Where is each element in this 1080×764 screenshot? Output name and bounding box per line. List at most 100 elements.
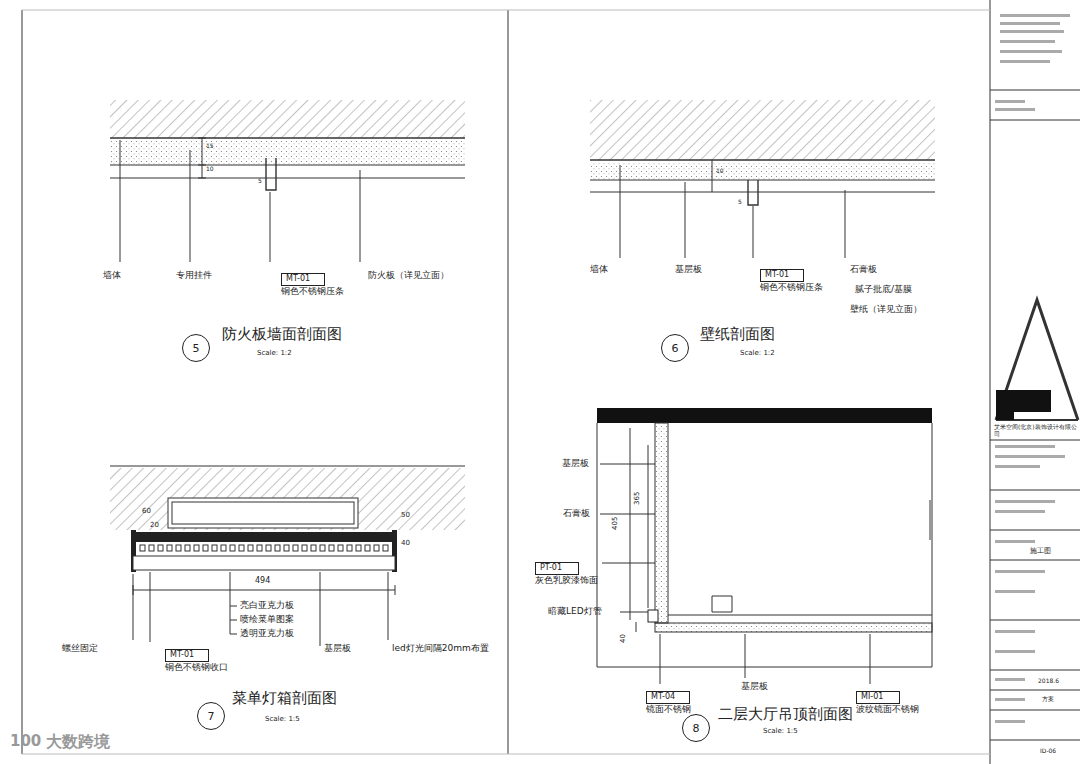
material-code: MT-04 bbox=[646, 691, 690, 704]
watermark: 100 bbox=[10, 733, 41, 750]
title-block-cell: 方案 bbox=[1042, 696, 1054, 703]
callout-number: 5 bbox=[193, 342, 200, 355]
led-cell bbox=[239, 545, 244, 551]
watermark: 大数跨境 bbox=[46, 733, 110, 751]
led-cell bbox=[194, 545, 199, 551]
led-cell bbox=[275, 545, 280, 551]
led-cell bbox=[347, 545, 352, 551]
led-cell bbox=[230, 545, 235, 551]
section-title: 壁纸剖面图 bbox=[700, 326, 775, 343]
dimension: 40 bbox=[401, 540, 410, 548]
company-name: 艾米空间(北京)装饰设计有限公司 bbox=[994, 424, 1078, 437]
dimension: 10 bbox=[716, 168, 724, 175]
scale-note: Scale: 1:2 bbox=[257, 350, 292, 358]
led-cell bbox=[140, 545, 145, 551]
part-label: 腻子批底/基膜 bbox=[855, 285, 912, 295]
sheet-number: ID-06 bbox=[1040, 748, 1056, 755]
part-label: 墙体 bbox=[590, 265, 608, 275]
led-cell bbox=[266, 545, 271, 551]
dimension: 40 bbox=[620, 634, 628, 643]
material-tag: MT-04镜面不锈钢 bbox=[646, 684, 691, 715]
led-cell bbox=[257, 545, 262, 551]
led-cell bbox=[248, 545, 253, 551]
part-label: 基层板 bbox=[675, 265, 702, 275]
led-cell bbox=[185, 545, 190, 551]
callout-number: 7 bbox=[208, 710, 215, 723]
material-name: 铜色不锈钢压条 bbox=[760, 282, 823, 293]
part-label: 石膏板 bbox=[563, 509, 590, 519]
part-label: 暗藏LED灯管 bbox=[548, 607, 602, 617]
part-label: 喷绘菜单图案 bbox=[240, 615, 294, 625]
led-cell bbox=[293, 545, 298, 551]
led-cell bbox=[374, 545, 379, 551]
part-label: 亮白亚克力板 bbox=[240, 601, 294, 611]
drawing-stage: 施工图 bbox=[1030, 548, 1051, 556]
dimension: 60 bbox=[142, 508, 151, 516]
part-label: 墙体 bbox=[103, 271, 121, 281]
callout-circle: 7 bbox=[197, 702, 225, 730]
dimension: 5 bbox=[258, 178, 262, 185]
led-cell bbox=[365, 545, 370, 551]
material-tag: MT-01铜色不锈钢压条 bbox=[281, 266, 344, 297]
material-tag: MT-01铜色不锈钢收口 bbox=[165, 642, 228, 673]
scale-note: Scale: 1:5 bbox=[763, 728, 798, 736]
dimension: 5 bbox=[738, 199, 742, 206]
dimension: 405 bbox=[612, 517, 620, 530]
dimension: 10 bbox=[206, 166, 214, 173]
callout-circle: 5 bbox=[182, 334, 210, 362]
material-code: MT-01 bbox=[760, 269, 804, 282]
led-cell bbox=[329, 545, 334, 551]
material-name: 镜面不锈钢 bbox=[646, 704, 691, 715]
material-code: MT-01 bbox=[281, 273, 325, 286]
led-cell bbox=[212, 545, 217, 551]
section-title: 菜单灯箱剖面图 bbox=[232, 690, 337, 707]
led-cell bbox=[302, 545, 307, 551]
led-cell bbox=[311, 545, 316, 551]
part-label: 石膏板 bbox=[850, 265, 877, 275]
callout-number: 6 bbox=[672, 342, 679, 355]
date: 2018.6 bbox=[1038, 678, 1059, 685]
callout-number: 8 bbox=[693, 722, 700, 735]
part-label: 螺丝固定 bbox=[62, 644, 98, 654]
material-code: PT-01 bbox=[535, 562, 579, 575]
dimension: 20 bbox=[150, 522, 159, 530]
led-cell bbox=[338, 545, 343, 551]
part-label: 基层板 bbox=[562, 459, 589, 469]
led-cell bbox=[221, 545, 226, 551]
led-cell bbox=[149, 545, 154, 551]
led-cell bbox=[176, 545, 181, 551]
material-name: 铜色不锈钢收口 bbox=[165, 662, 228, 673]
material-tag: MI-01波纹镜面不锈钢 bbox=[856, 684, 919, 715]
material-name: 波纹镜面不锈钢 bbox=[856, 704, 919, 715]
dimension: 15 bbox=[206, 143, 214, 150]
led-cell bbox=[203, 545, 208, 551]
section-title: 二层大厅吊顶剖面图 bbox=[718, 706, 853, 723]
material-name: 铜色不锈钢压条 bbox=[281, 286, 344, 297]
dimension: 50 bbox=[401, 512, 410, 520]
callout-circle: 8 bbox=[682, 714, 710, 742]
scale-note: Scale: 1:2 bbox=[740, 350, 775, 358]
led-cell bbox=[167, 545, 172, 551]
part-label: 壁纸（详见立面） bbox=[850, 305, 922, 315]
scale-note: Scale: 1:5 bbox=[265, 716, 300, 724]
material-tag: MT-01铜色不锈钢压条 bbox=[760, 262, 823, 293]
material-name: 灰色乳胶漆饰面 bbox=[535, 575, 598, 586]
led-cell bbox=[320, 545, 325, 551]
part-label: 防火板（详见立面） bbox=[368, 271, 449, 281]
led-cell bbox=[284, 545, 289, 551]
led-cell bbox=[383, 545, 388, 551]
part-label: 专用挂件 bbox=[176, 271, 212, 281]
material-code: MI-01 bbox=[856, 691, 900, 704]
section-title: 防火板墙面剖面图 bbox=[222, 326, 342, 343]
material-tag: PT-01灰色乳胶漆饰面 bbox=[535, 555, 598, 586]
led-cell bbox=[158, 545, 163, 551]
dimension: 494 bbox=[255, 577, 270, 586]
part-label: led灯光间隔20mm布置 bbox=[392, 644, 489, 654]
part-label: 透明亚克力板 bbox=[240, 629, 294, 639]
callout-circle: 6 bbox=[661, 334, 689, 362]
part-label: 基层板 bbox=[741, 682, 768, 692]
part-label: 基层板 bbox=[324, 644, 351, 654]
dimension: 365 bbox=[634, 492, 642, 505]
